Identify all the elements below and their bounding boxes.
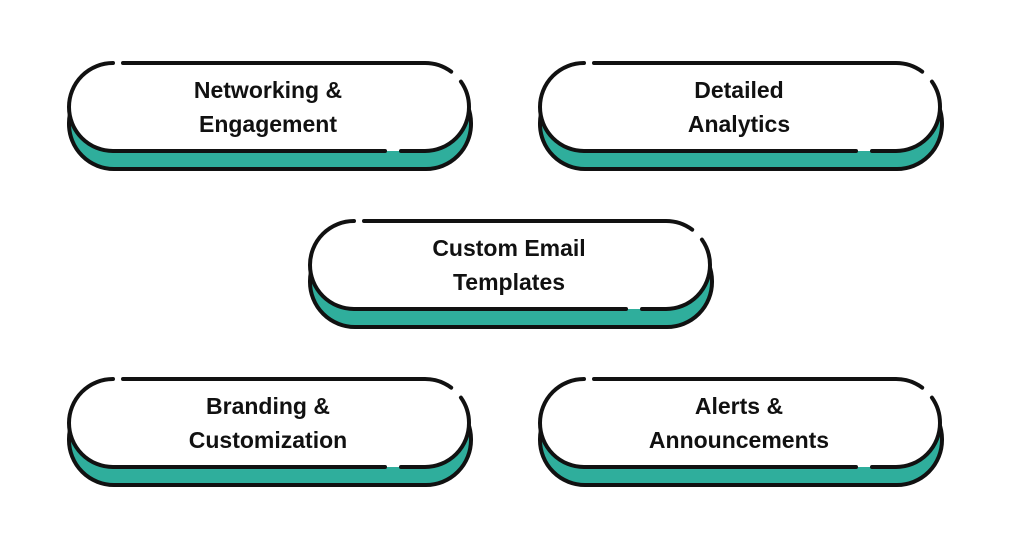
- pill-shape: [538, 377, 944, 487]
- pill-label-line2: Customization: [188, 427, 348, 453]
- pill-face: [540, 379, 940, 467]
- pill-networking-engagement: Networking & Engagement: [66, 60, 474, 172]
- pill-shape: [308, 219, 714, 329]
- pill-shape: [67, 61, 473, 171]
- pill-label-line2: Engagement: [198, 111, 338, 137]
- pill-outline: [538, 377, 942, 469]
- pill-shape: [538, 61, 944, 171]
- pill-label-line1: Branding &: [206, 393, 330, 419]
- pill-branding-customization: Branding & Customization: [66, 376, 474, 488]
- pill-label: Branding & Customization: [66, 376, 470, 470]
- pill-face: [69, 379, 469, 467]
- pill-custom-email-templates: Custom Email Templates: [307, 218, 715, 330]
- pill-label: Custom Email Templates: [307, 218, 711, 312]
- pill-alerts-announcements: Alerts & Announcements: [537, 376, 945, 488]
- pill-face: [540, 63, 940, 151]
- pill-detailed-analytics: Detailed Analytics: [537, 60, 945, 172]
- pill-label: Networking & Engagement: [66, 60, 470, 154]
- pill-label-line2: Analytics: [687, 111, 791, 137]
- pill-face: [69, 63, 469, 151]
- pill-label-line1: Custom Email: [432, 235, 586, 261]
- pill-label-line2: Templates: [452, 269, 566, 295]
- pill-label: Detailed Analytics: [537, 60, 941, 154]
- pill-label-line1: Alerts &: [694, 393, 784, 419]
- pill-outline: [538, 61, 942, 153]
- pill-label-line1: Networking &: [193, 77, 343, 103]
- pill-label: Alerts & Announcements: [537, 376, 941, 470]
- pill-label-line1: Detailed: [694, 77, 784, 103]
- pill-outline: [308, 219, 712, 311]
- pill-label-line2: Announcements: [648, 427, 830, 453]
- pill-outline: [67, 377, 471, 469]
- pill-face: [310, 221, 710, 309]
- pill-shape: [67, 377, 473, 487]
- pill-outline: [67, 61, 471, 153]
